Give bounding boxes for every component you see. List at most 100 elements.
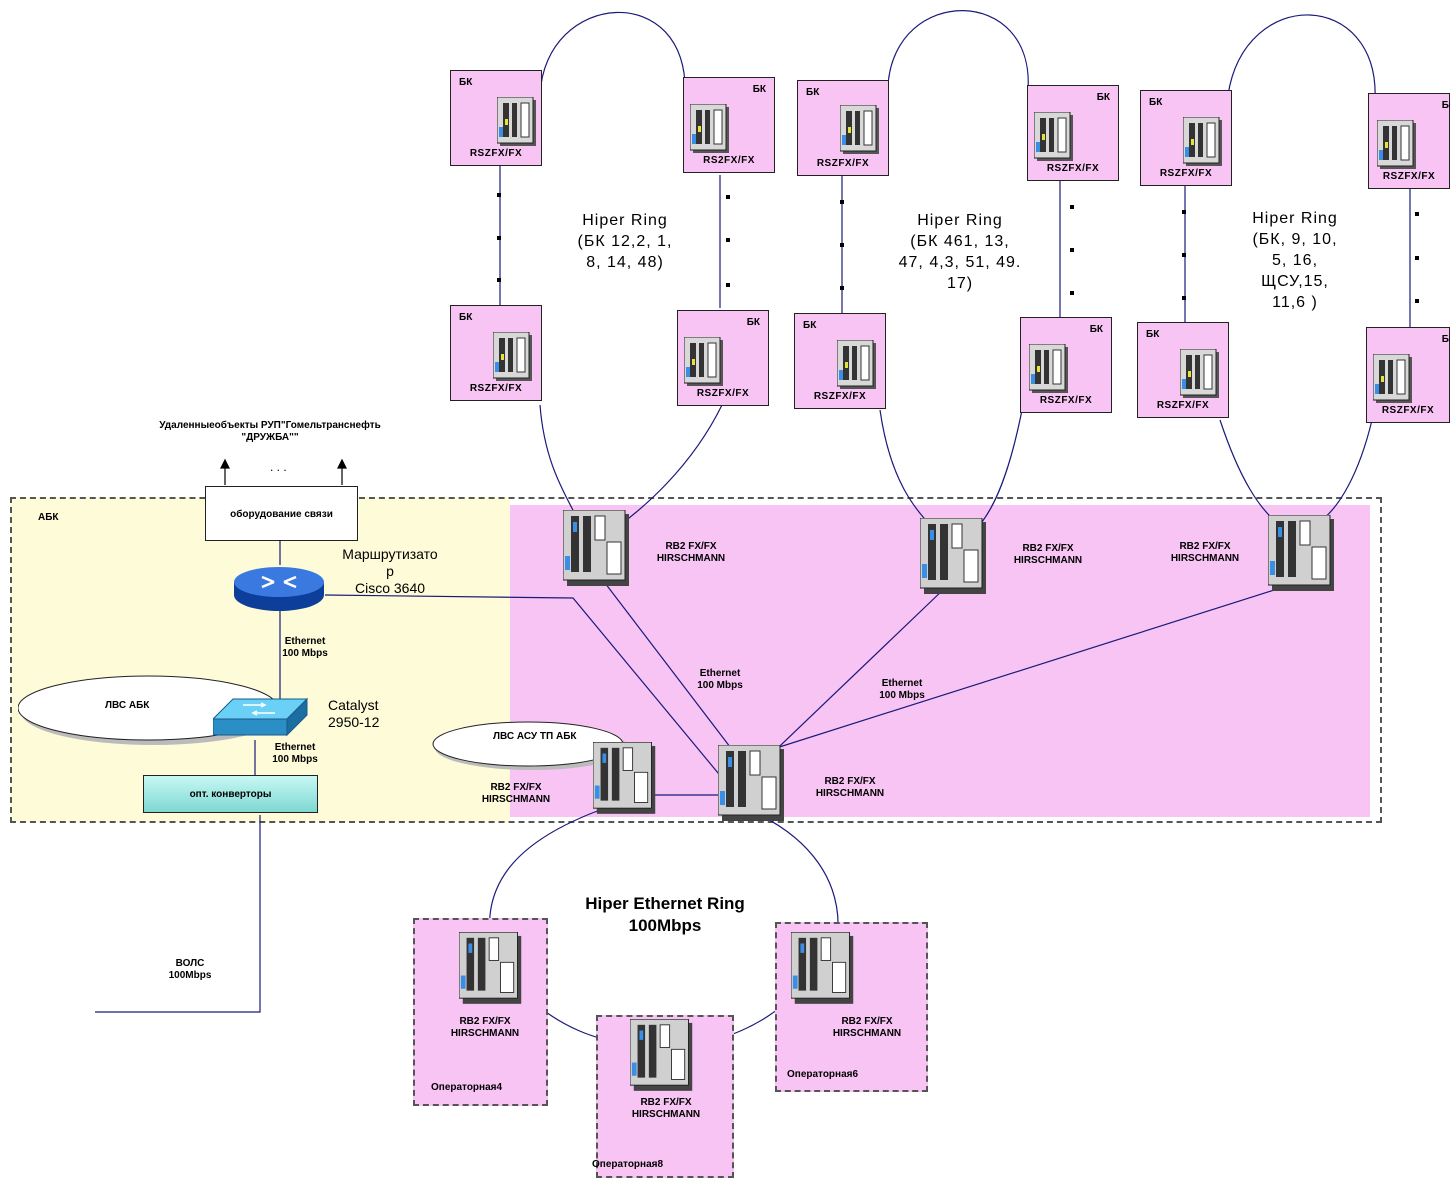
rb-line2: HIRSCHMANN [815,788,885,799]
bk-model: RSZFX/FX [1046,163,1100,174]
ring1-top-arc [539,11,686,96]
vols-line1: ВОЛС [175,958,205,969]
rs-switch-icon [1034,112,1073,161]
abk-zone-border [10,497,1382,823]
bk-label: БК [1441,334,1450,345]
rs-switch-icon [1180,349,1219,398]
eth-link-b-label: Ethernet 100 Mbps [872,678,932,702]
bk-label: БК [803,320,817,331]
bk-box-r2-tr: БК RSZFX/FX [1027,85,1119,181]
rb-switch-icon [1268,515,1334,591]
eth-link-b-line1: Ethernet [881,678,923,689]
bk-box-r3-tr: БК RSZFX/FX [1368,93,1450,189]
bk-box-r3-bl: БК RSZFX/FX [1137,322,1229,418]
rb-line1: RB2 FX/FX [640,1097,692,1108]
operator-room-label: Операторная6 [787,1069,859,1080]
ring1-right-bottom [619,404,723,526]
operator-room-4: RB2 FX/FX HIRSCHMANN Операторная4 [413,918,548,1106]
bk-model: RSZFX/FX [469,148,523,159]
rb-line2: HIRSCHMANN [1013,555,1083,566]
rb-line1: RB2 FX/FX [824,776,876,787]
rs-switch-icon [497,97,536,146]
rb-line1: RB2 FX/FX [1022,543,1074,554]
rb3-to-central [769,584,1291,751]
rb-switch-icon [718,745,784,821]
bk-box-r1-bl: БК RSZFX/FX [450,305,542,401]
rs-switch-icon [1029,344,1068,393]
ring2-label: Hiper Ring (БК 461, 13, 47, 4,3, 51, 49.… [885,210,1035,294]
rb2-to-central [759,587,946,766]
ring3-line5: 11,6 ) [1272,294,1318,311]
bk-label: БК [752,84,766,95]
opt-converters-label: опт. конверторы [189,789,272,800]
rb-line1: RB2 FX/FX [1179,541,1231,552]
rs-switch-icon [684,337,723,386]
catalyst-line1: Catalyst [328,697,379,713]
bk-box-r1-br: БК RSZFX/FX [677,310,769,406]
lvs-asutp-label: ЛВС АСУ ТП АБК [493,731,577,742]
ring3-line3: 5, 16, [1271,252,1319,269]
catalyst-line2: 2950-12 [328,714,380,730]
op8-rb-label: RB2 FX/FX HIRSCHMANN [616,1097,716,1121]
rb-line1: RB2 FX/FX [490,782,542,793]
rb1-label: RB2 FX/FX HIRSCHMANN [646,541,736,565]
bk-box-r1-tl: БК RSZFX/FX [450,70,542,166]
router-label-line3: Cisco 3640 [354,580,426,596]
ring1-line1: Hiper Ring [582,212,668,229]
rb-line2: HIRSCHMANN [481,794,551,805]
bk-model: RSZFX/FX [1039,395,1093,406]
ring1-line2: (БК 12,2, 1, [577,233,673,250]
ring1-left-bottom [539,404,581,526]
operator-room-label: Операторная8 [592,1159,664,1170]
bk-model: RSZFX/FX [696,388,750,399]
op6-rb-label: RB2 FX/FX HIRSCHMANN [817,1016,917,1040]
eth-link-a-line1: Ethernet [699,668,741,679]
ring3-line1: Hiper Ring [1252,210,1338,227]
bk-box-r2-bl: БК RSZFX/FX [794,313,886,409]
router-label: Маршрутизато р Cisco 3640 [325,546,455,597]
catalyst-switch-icon [213,697,308,737]
remote-objects-heading: Удаленныеобъекты РУП"Гомельтранснефть "Д… [120,420,420,444]
abk-zone-label: АБК [38,512,59,523]
rb-switch-icon [563,510,629,586]
eth-catalyst-label: Ethernet 100 Mbps [265,742,325,766]
ring3-label: Hiper Ring (БК, 9, 10, 5, 16, ЩСУ,15, 11… [1240,208,1350,313]
ring2-left-bottom [879,409,936,531]
bk-model: RSZFX/FX [813,391,867,402]
rb-asutp-label: RB2 FX/FX HIRSCHMANN [468,782,564,806]
remote-heading-line1: Удаленныеобъекты РУП"Гомельтранснефть [159,420,381,431]
router-icon [234,567,324,611]
rs-switch-icon [1377,120,1416,169]
heth-line2: 100Mbps [628,916,702,935]
rb-line1: RB2 FX/FX [459,1016,511,1027]
bk-label: БК [1149,97,1163,108]
ring1-line3: 8, 14, 48) [586,254,664,271]
rb-line2: HIRSCHMANN [450,1028,520,1039]
ring3-line2: (БК, 9, 10, [1252,231,1338,248]
bk-label: БК [746,317,760,328]
bk-box-r2-br: БК RSZFX/FX [1020,317,1112,413]
bk-model: RSZFX/FX [469,383,523,394]
rb-switch-icon [459,932,522,1004]
ring3-top-arc [1227,14,1376,101]
heth-left-arc [488,809,601,936]
eth-router-label: Ethernet 100 Mbps [275,636,335,660]
rs-switch-icon [690,104,729,153]
bk-label: БК [459,77,473,88]
operator-room-8: RB2 FX/FX HIRSCHMANN Операторная8 [592,1015,734,1178]
rs-switch-icon [1183,117,1222,166]
bk-box-r1-tr: БК RS2FX/FX [683,77,775,173]
ring3-right-bottom [1314,419,1373,526]
router-label-line2: р [386,563,394,579]
heth-line1: Hiper Ethernet Ring [585,894,745,913]
rs-switch-icon [1373,354,1412,403]
bk-label: БК [1441,100,1450,111]
bk-box-r3-br: БК RSZFX/FX [1366,327,1450,423]
rb-line1: RB2 FX/FX [665,541,717,552]
rs-switch-icon [493,332,532,381]
ring2-line2: (БК 461, 13, [910,233,1010,250]
ring3-left-bottom [1219,419,1281,526]
ellipsis-dots [497,193,1419,303]
vols-line [95,815,261,1013]
bk-model: RSZFX/FX [1156,400,1210,411]
